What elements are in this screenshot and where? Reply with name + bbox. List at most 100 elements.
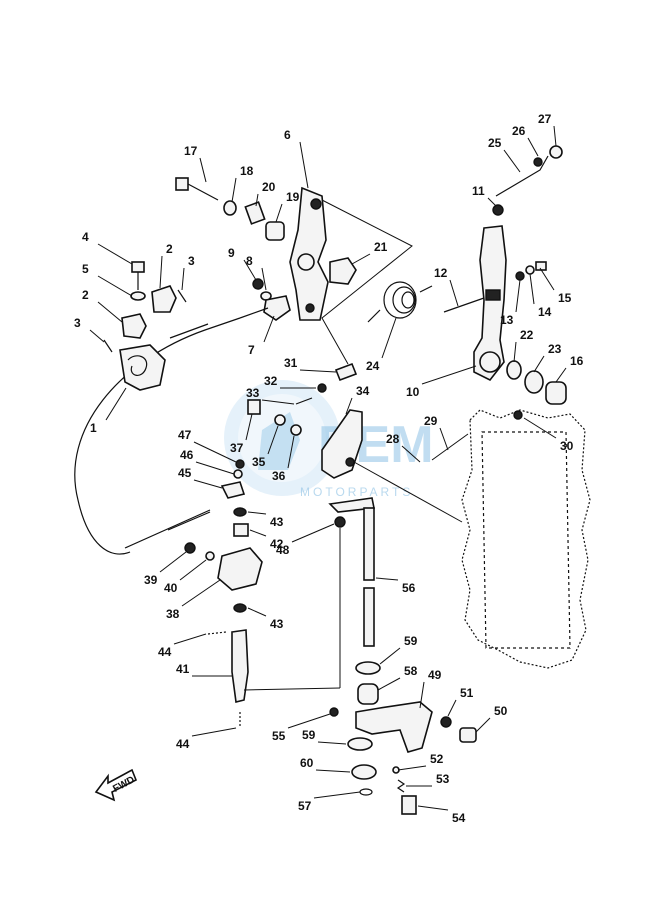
part-40-washer: [205, 551, 215, 561]
callout-number-41: 41: [176, 662, 190, 676]
callout-leader-11: [487, 197, 497, 207]
callout-leader-14: [529, 273, 535, 305]
engine-block: [461, 409, 591, 669]
callout-leader-45: [193, 479, 223, 489]
callout-number-6: 6: [284, 128, 291, 142]
callout-leader-39: [159, 551, 187, 573]
callout-number-32: 32: [264, 374, 278, 388]
callout-leader-54: [417, 805, 449, 811]
callout-leader-22: [513, 341, 517, 363]
part-6-lever: [289, 186, 329, 321]
callout-number-2: 2: [82, 288, 89, 302]
callout-leader-44: [191, 727, 237, 737]
callout-number-53: 53: [436, 772, 450, 786]
part-37-bolt: [247, 399, 261, 415]
callout-number-13: 13: [500, 313, 514, 327]
part-38-bracket: [217, 547, 263, 591]
callout-leader-44: [173, 633, 207, 645]
callout-number-20: 20: [262, 180, 276, 194]
part-14-washer: [525, 265, 535, 275]
callout-leader-46: [195, 461, 235, 475]
callout-number-36: 36: [272, 469, 286, 483]
callout-number-15: 15: [558, 291, 572, 305]
callout-number-18: 18: [240, 164, 254, 178]
part-43-washer: [233, 507, 247, 517]
part-25-link-rod: [495, 155, 549, 197]
part-33-pin: [295, 397, 313, 405]
callout-number-1: 1: [90, 421, 97, 435]
callout-number-59: 59: [302, 728, 316, 742]
callout-leader-20: [255, 193, 259, 207]
part-19-bushing: [265, 221, 285, 241]
callout-number-12: 12: [434, 266, 448, 280]
callout-number-23: 23: [548, 342, 562, 356]
callout-leader-28: [401, 445, 421, 463]
part-43-washer-lower: [233, 603, 247, 613]
part-48-nut: [334, 516, 346, 528]
callout-leader-17: [199, 157, 207, 183]
callout-leader-13: [515, 279, 521, 313]
callout-number-7: 7: [248, 343, 255, 357]
part-3-screws: [103, 289, 187, 353]
callout-leader-34: [345, 397, 353, 415]
part-46-washer: [233, 469, 243, 479]
part-56-shaft: [328, 497, 375, 647]
callout-number-45: 45: [178, 466, 192, 480]
callout-leader-18: [231, 177, 237, 203]
part-13-nut: [515, 271, 525, 281]
callout-number-2: 2: [166, 242, 173, 256]
part-32-nut: [317, 383, 327, 393]
part-31-bolt: [334, 362, 358, 382]
part-26-nut: [533, 157, 543, 167]
callout-leader-55: [287, 713, 331, 729]
callout-number-56: 56: [402, 581, 416, 595]
part-42-collar: [233, 523, 249, 537]
callout-leader-38: [181, 579, 221, 607]
callout-number-11: 11: [472, 184, 485, 198]
callout-number-44: 44: [176, 737, 190, 751]
callout-leader-3: [89, 329, 105, 343]
callout-leader-58: [377, 677, 401, 691]
callout-number-21: 21: [374, 240, 388, 254]
callout-leader-56: [375, 577, 399, 581]
callout-leader-35: [267, 425, 279, 455]
part-4-bolt: [131, 261, 145, 290]
part-23-washer: [524, 370, 544, 394]
callout-number-40: 40: [164, 581, 178, 595]
callout-leader-30: [523, 417, 557, 439]
part-44-pin: [207, 631, 227, 635]
callout-number-48: 48: [276, 543, 290, 557]
part-9-nut: [252, 278, 264, 290]
callout-leader-48: [291, 523, 335, 543]
callout-number-38: 38: [166, 607, 180, 621]
part-20-collar: [244, 201, 266, 225]
part-24-spring: [367, 281, 433, 323]
callout-number-54: 54: [452, 811, 466, 825]
callout-leader-49: [419, 681, 425, 709]
callout-leader-7: [263, 315, 275, 343]
callout-number-49: 49: [428, 668, 442, 682]
callout-number-31: 31: [284, 356, 298, 370]
callout-number-28: 28: [386, 432, 400, 446]
callout-number-51: 51: [460, 686, 474, 700]
part-39-screw: [184, 542, 196, 554]
callout-number-58: 58: [404, 664, 418, 678]
part-7-joint: [263, 295, 291, 321]
callout-number-39: 39: [144, 573, 158, 587]
callout-number-24: 24: [366, 359, 380, 373]
part-55-screw: [329, 707, 339, 717]
callout-leader-52: [397, 765, 427, 771]
part-21-nut: [329, 257, 357, 285]
callout-leader-25: [503, 149, 521, 173]
callout-number-22: 22: [520, 328, 534, 342]
part-2-clamps: [121, 285, 177, 339]
part-22-washer: [506, 360, 522, 380]
callout-leader-59: [317, 741, 347, 745]
callout-number-30: 30: [560, 439, 574, 453]
part-1-bracket: [119, 344, 166, 391]
callout-leader-1: [105, 387, 127, 421]
part-59-washer-lower: [347, 737, 373, 751]
assembly-guides: [321, 199, 469, 523]
callout-number-44: 44: [158, 645, 172, 659]
callout-leader-21: [351, 253, 371, 265]
